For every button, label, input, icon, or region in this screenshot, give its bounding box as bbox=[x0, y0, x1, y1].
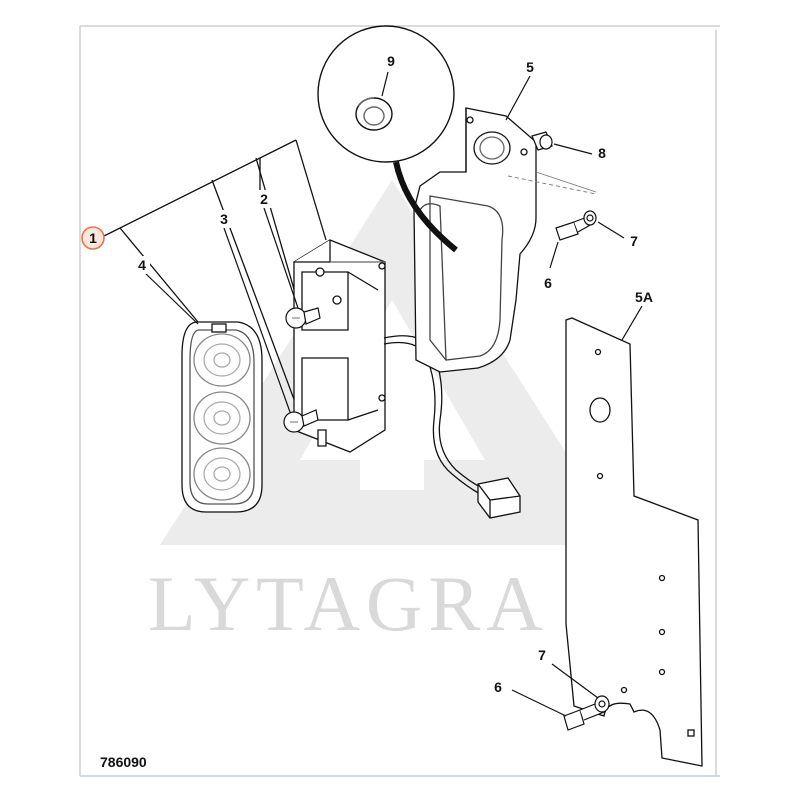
bolt-part-6-lower bbox=[563, 695, 610, 731]
callout-2: 2 bbox=[256, 190, 272, 208]
callout-8: 8 bbox=[594, 144, 610, 162]
drawing-number: 786090 bbox=[100, 754, 147, 770]
leader-2 bbox=[263, 207, 299, 309]
svg-text:3: 3 bbox=[220, 211, 228, 227]
svg-text:5A: 5A bbox=[635, 289, 653, 305]
svg-text:2: 2 bbox=[260, 191, 268, 207]
leader-5a bbox=[621, 305, 643, 341]
svg-text:7: 7 bbox=[630, 233, 638, 249]
callout-1[interactable]: 1 bbox=[81, 226, 105, 250]
callout-7-lower: 7 bbox=[534, 646, 550, 664]
leader-3 bbox=[223, 227, 291, 413]
detail-circle-grommet bbox=[317, 25, 458, 253]
svg-text:7: 7 bbox=[538, 647, 546, 663]
callout-3: 3 bbox=[216, 210, 232, 228]
bulb-lower bbox=[283, 409, 319, 433]
leader-5 bbox=[505, 75, 531, 121]
bulb-upper bbox=[285, 307, 321, 329]
callout-6-upper: 6 bbox=[540, 274, 556, 292]
mounting-bracket-part-5 bbox=[413, 107, 597, 373]
svg-text:6: 6 bbox=[494, 679, 502, 695]
leader-6-upper bbox=[549, 241, 559, 269]
svg-text:4: 4 bbox=[138, 257, 146, 273]
bolt-part-6-upper bbox=[555, 210, 597, 241]
svg-text:5: 5 bbox=[526, 59, 534, 75]
leader-8 bbox=[553, 143, 593, 155]
svg-text:6: 6 bbox=[544, 275, 552, 291]
callout-6-lower: 6 bbox=[490, 678, 506, 696]
svg-text:8: 8 bbox=[598, 145, 606, 161]
callout-5a: 5A bbox=[632, 288, 656, 306]
page-frame bbox=[79, 25, 720, 777]
svg-text:1: 1 bbox=[89, 230, 97, 246]
bolt-part-8 bbox=[531, 131, 553, 151]
mounting-plate-part-5a bbox=[565, 317, 703, 767]
callout-5: 5 bbox=[522, 58, 538, 76]
lamp-lens-part-4 bbox=[181, 321, 263, 513]
svg-text:9: 9 bbox=[387, 53, 395, 69]
callout-7-upper: 7 bbox=[626, 232, 642, 250]
leader-4 bbox=[143, 271, 199, 325]
callout-9: 9 bbox=[383, 52, 399, 70]
leader-lines bbox=[103, 139, 327, 411]
callout-4: 4 bbox=[134, 256, 150, 274]
leader-7-lower bbox=[551, 663, 599, 699]
leader-6-lower bbox=[511, 689, 567, 717]
watermark-text: LYTAGRA bbox=[148, 560, 549, 647]
leader-7-upper bbox=[597, 221, 625, 239]
